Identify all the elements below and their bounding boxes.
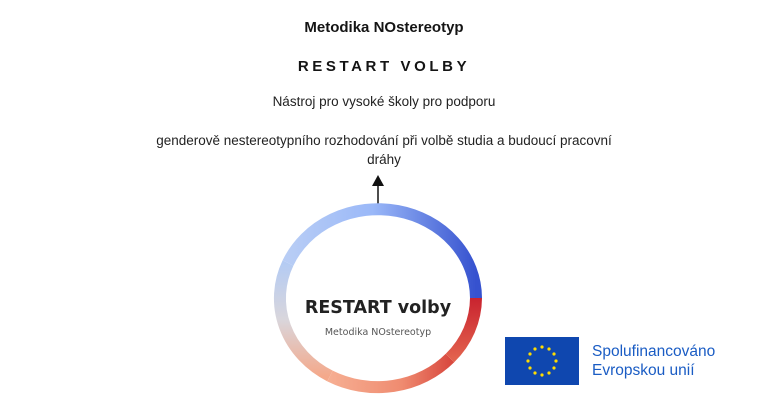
description-line-2: genderově nestereotypního rozhodování př… [156,133,612,167]
restart-cycle-diagram [270,168,490,401]
page-subtitle: RESTART VOLBY [297,58,471,75]
ring-subtitle: Metodika NOstereotyp [324,327,432,338]
eu-cofunding-logo: Spolufinancováno Evropskou unií [505,337,715,385]
ring-segment-salmon [327,353,455,394]
eu-text-line-1: Spolufinancováno [592,343,716,360]
eu-cofunding-text: Spolufinancováno Evropskou unií [592,342,715,380]
ring-title: RESTART volby [304,298,452,318]
ring-segment-blue [282,203,482,299]
arrow-up-icon [372,175,384,186]
description-line-1: Nástroj pro vysoké školy pro podporu [272,94,496,109]
ring-graphic [273,175,482,394]
eu-text-line-2: Evropskou unií [592,362,695,379]
ring-segment-red [445,297,482,363]
page-title: Metodika NOstereotyp [304,19,464,36]
ring-segment-neutral [273,260,333,382]
eu-flag-icon [505,337,579,385]
